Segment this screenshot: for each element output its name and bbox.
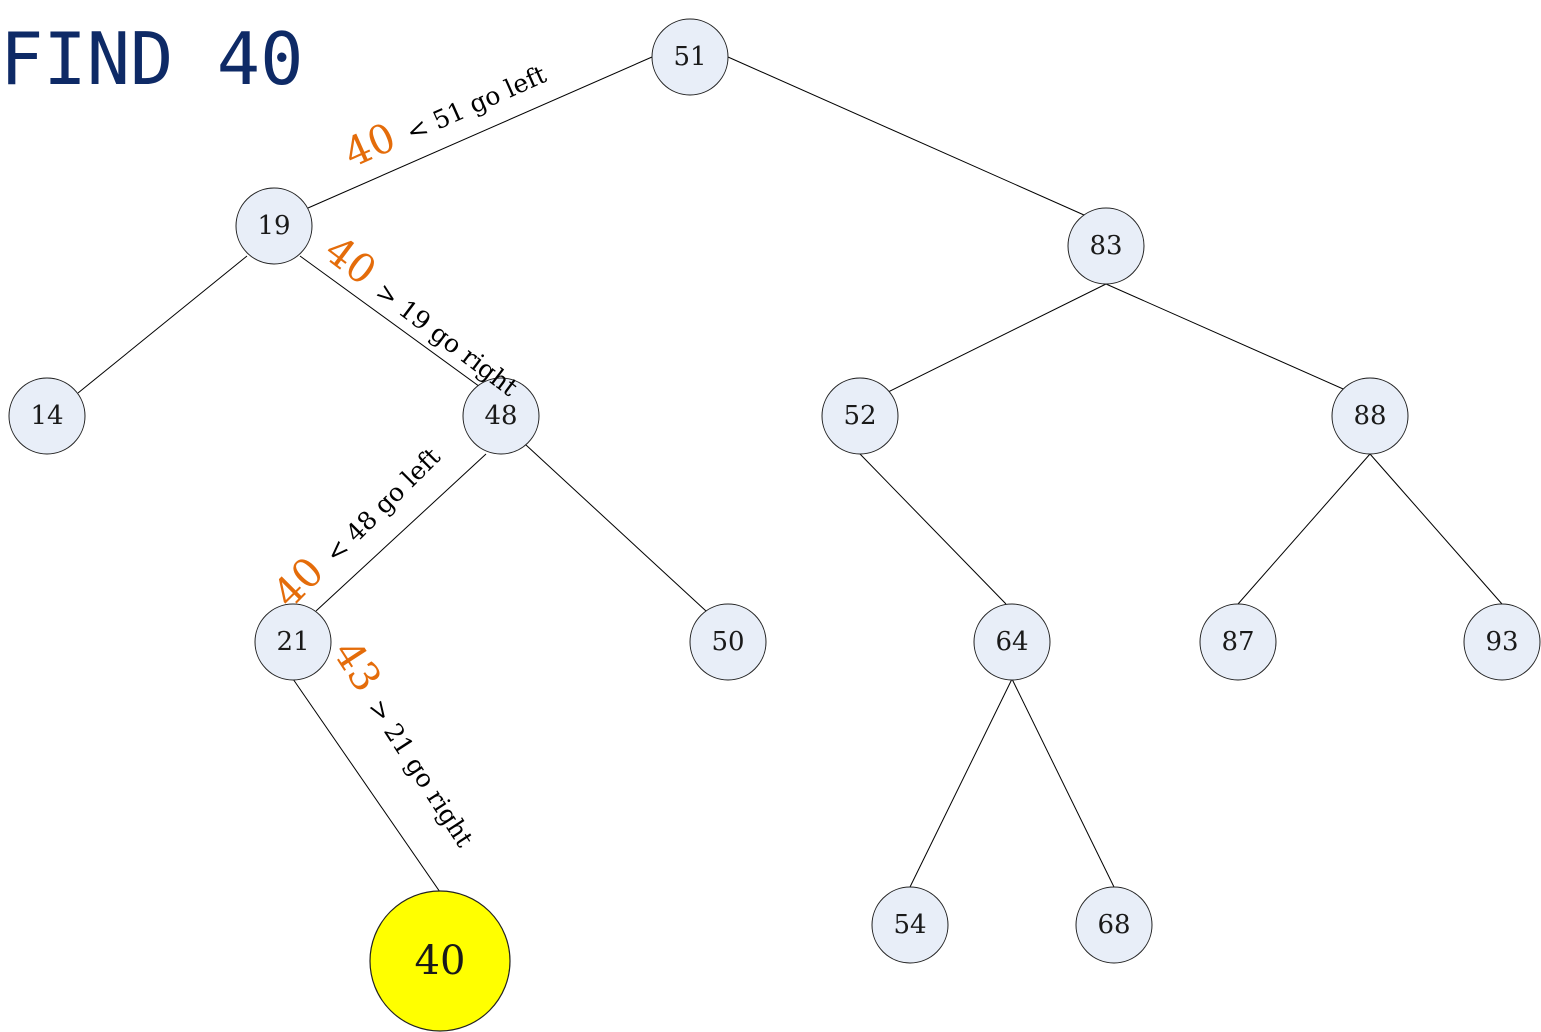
node-circle bbox=[235, 187, 313, 265]
node-54: 54 bbox=[871, 886, 949, 964]
node-93: 93 bbox=[1463, 603, 1541, 681]
tree-nodes: 51 19 83 14 48 52 88 21 bbox=[8, 18, 1541, 1032]
step-2-text: > 19 go right bbox=[370, 277, 523, 402]
edge-83-88 bbox=[1105, 283, 1351, 393]
node-circle-found bbox=[369, 890, 511, 1032]
step-1-annotation: 40 < 51 go left bbox=[337, 48, 552, 177]
edge-19-48 bbox=[299, 255, 488, 393]
edge-51-19 bbox=[307, 56, 653, 209]
edge-48-21 bbox=[315, 453, 487, 612]
node-circle bbox=[462, 377, 540, 455]
node-circle bbox=[973, 603, 1051, 681]
edge-48-50 bbox=[525, 444, 707, 612]
edge-52-64 bbox=[859, 453, 1007, 605]
node-circle bbox=[1331, 377, 1409, 455]
node-circle bbox=[871, 886, 949, 964]
node-14: 14 bbox=[8, 377, 86, 455]
node-48: 48 bbox=[462, 377, 540, 455]
node-label: 83 bbox=[1089, 231, 1122, 261]
step-2-number: 40 bbox=[316, 227, 384, 294]
node-circle bbox=[254, 603, 332, 681]
step-4-text: > 21 go right bbox=[362, 694, 479, 852]
edge-64-54 bbox=[909, 678, 1013, 888]
edge-19-14 bbox=[77, 255, 248, 394]
node-68: 68 bbox=[1075, 886, 1153, 964]
node-label: 19 bbox=[257, 211, 290, 241]
node-circle bbox=[821, 377, 899, 455]
step-2-annotation: 40 > 19 go right bbox=[316, 227, 531, 405]
node-label: 21 bbox=[276, 627, 309, 657]
node-label-found: 40 bbox=[415, 938, 466, 984]
node-circle bbox=[689, 603, 767, 681]
node-label: 68 bbox=[1097, 910, 1130, 940]
node-circle bbox=[1463, 603, 1541, 681]
node-64: 64 bbox=[973, 603, 1051, 681]
node-label: 54 bbox=[893, 910, 926, 940]
node-circle bbox=[651, 18, 729, 96]
edge-83-52 bbox=[887, 283, 1107, 393]
step-4-number: 43 bbox=[324, 632, 390, 700]
node-label: 93 bbox=[1485, 627, 1518, 657]
node-87: 87 bbox=[1199, 603, 1277, 681]
page-title: FIND 40 bbox=[0, 17, 303, 101]
node-label: 64 bbox=[995, 627, 1028, 657]
step-3-number: 40 bbox=[265, 549, 334, 618]
node-40-found: 40 bbox=[369, 890, 511, 1032]
node-52: 52 bbox=[821, 377, 899, 455]
node-circle bbox=[1199, 603, 1277, 681]
node-19: 19 bbox=[235, 187, 313, 265]
node-label: 51 bbox=[673, 42, 706, 72]
node-circle bbox=[1075, 886, 1153, 964]
edge-51-83 bbox=[727, 56, 1085, 216]
step-4-annotation: 43 > 21 go right bbox=[324, 632, 490, 854]
node-label: 52 bbox=[843, 401, 876, 431]
edge-64-68 bbox=[1011, 678, 1115, 888]
node-label: 50 bbox=[711, 627, 744, 657]
node-50: 50 bbox=[689, 603, 767, 681]
node-21: 21 bbox=[254, 603, 332, 681]
node-label: 14 bbox=[30, 401, 63, 431]
node-label: 48 bbox=[484, 401, 517, 431]
node-83: 83 bbox=[1067, 207, 1145, 285]
step-1-number: 40 bbox=[337, 114, 402, 177]
node-label: 88 bbox=[1353, 401, 1386, 431]
node-circle bbox=[1067, 207, 1145, 285]
edge-21-40 bbox=[292, 678, 441, 893]
node-88: 88 bbox=[1331, 377, 1409, 455]
tree-edges bbox=[77, 56, 1503, 893]
node-circle bbox=[8, 377, 86, 455]
edge-88-93 bbox=[1369, 453, 1503, 605]
step-3-annotation: 40 < 48 go left bbox=[265, 433, 449, 617]
edge-88-87 bbox=[1237, 453, 1371, 605]
node-label: 87 bbox=[1221, 627, 1254, 657]
node-51: 51 bbox=[651, 18, 729, 96]
